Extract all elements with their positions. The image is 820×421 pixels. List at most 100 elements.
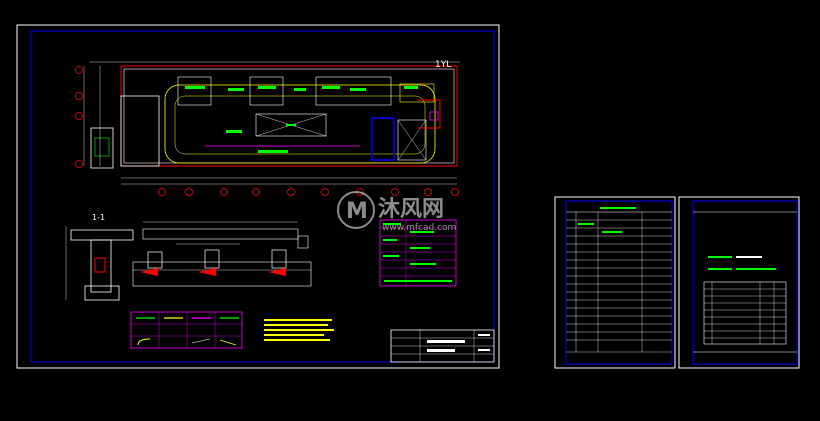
booth-1 xyxy=(177,76,212,106)
cover-sheet-table xyxy=(703,281,787,345)
main-sheet-outer-frame xyxy=(16,24,500,369)
legend-table xyxy=(130,311,243,349)
bay-marker-6 xyxy=(321,188,329,196)
booth-3 xyxy=(315,76,392,106)
cover-sheet-outer-frame xyxy=(678,196,800,369)
section-column xyxy=(90,239,112,293)
title-block xyxy=(390,329,495,363)
section-label: 1-1 xyxy=(92,213,105,222)
watermark-brand-text: 沐风网 xyxy=(378,197,444,222)
plan-label-green xyxy=(286,124,296,126)
top-label: 1YL xyxy=(435,60,451,70)
elevation-view xyxy=(132,221,312,287)
bay-markers xyxy=(75,66,459,196)
side-marker-d xyxy=(75,160,83,168)
plan-label-green xyxy=(350,88,366,91)
list-sheet-outer-frame xyxy=(554,196,676,369)
elevation-arrow-3 xyxy=(268,268,286,276)
side-marker-c xyxy=(75,112,83,120)
cover-sheet-rows xyxy=(704,282,786,344)
right-duct xyxy=(418,99,441,129)
cover-sheet-text xyxy=(736,268,776,270)
note-line xyxy=(264,334,324,336)
elevation-unit-1 xyxy=(147,251,163,269)
elevation-right-unit xyxy=(297,235,309,249)
left-equipment xyxy=(90,127,114,169)
watermark-logo-icon xyxy=(337,191,375,229)
conveyor-loop xyxy=(164,84,436,164)
plan-label-green xyxy=(226,130,242,133)
list-sheet xyxy=(554,196,676,369)
technical-notes xyxy=(264,319,334,341)
bay-marker-10 xyxy=(451,188,459,196)
elevation-arrow-2 xyxy=(198,268,216,276)
legend-symbol xyxy=(219,339,237,346)
watermark-url-text: www.mfcad.com xyxy=(382,223,456,233)
right-oven xyxy=(399,83,435,103)
cover-sheet-text xyxy=(708,256,732,258)
building-outline xyxy=(120,65,458,167)
cover-sheet-text xyxy=(708,268,732,270)
elevation-unit-2 xyxy=(204,249,220,269)
title-block-text xyxy=(478,334,490,336)
section-top-beam xyxy=(70,229,134,241)
equipment-table-text xyxy=(383,223,401,225)
cover-sheet-text xyxy=(736,256,762,258)
section-red-part xyxy=(94,257,106,273)
bay-marker-4 xyxy=(252,188,260,196)
elevation-floor xyxy=(132,261,312,287)
plan-label-green xyxy=(185,86,205,89)
note-line xyxy=(264,339,330,341)
right-equipment-cross-b xyxy=(397,119,427,161)
bay-marker-2 xyxy=(185,188,193,196)
equipment-table xyxy=(379,219,457,287)
right-equipment-blue xyxy=(371,117,395,161)
title-block-text xyxy=(427,349,455,352)
equipment-table-text xyxy=(383,255,399,257)
list-sheet-inner-border xyxy=(565,200,673,365)
equipment-table-text xyxy=(383,239,397,241)
note-line xyxy=(264,324,328,326)
plan-label-green xyxy=(228,88,244,91)
side-marker-a xyxy=(75,66,83,74)
title-block-text xyxy=(478,349,490,351)
watermark-logo-letter: M xyxy=(346,199,368,224)
elevation-top-rail xyxy=(142,228,299,240)
right-fan xyxy=(429,111,439,121)
section-detail: 1-1 xyxy=(65,213,134,301)
main-sheet-inner-border xyxy=(30,30,495,363)
list-sheet-cell-text xyxy=(602,231,622,233)
section-base xyxy=(84,285,120,301)
plan-view: 1YL xyxy=(83,60,460,185)
equipment-table-border xyxy=(379,219,457,287)
plan-label-green xyxy=(258,86,276,89)
center-booth xyxy=(255,113,327,137)
plan-label-green xyxy=(404,86,418,89)
bay-marker-1 xyxy=(158,188,166,196)
cover-sheet-inner-border xyxy=(692,200,798,365)
equipment-table-text xyxy=(410,247,430,249)
legend-curve-symbol xyxy=(137,338,151,346)
equipment-table-text xyxy=(410,263,436,265)
bay-marker-8 xyxy=(391,188,399,196)
plan-label-green xyxy=(258,150,288,153)
equipment-table-text xyxy=(384,280,452,282)
conveyor-loop-inner xyxy=(174,95,426,155)
plan-label-green xyxy=(294,88,306,91)
note-line xyxy=(264,329,334,331)
right-equipment-box xyxy=(397,119,427,161)
list-sheet-cell-text xyxy=(578,223,594,225)
bay-marker-5 xyxy=(287,188,295,196)
left-room xyxy=(120,95,160,167)
legend-table-border xyxy=(130,311,243,349)
cover-sheet xyxy=(678,196,800,369)
bay-marker-9 xyxy=(424,188,432,196)
bay-marker-3 xyxy=(220,188,228,196)
legend-symbol xyxy=(191,338,211,344)
side-marker-b xyxy=(75,92,83,100)
title-block-text xyxy=(427,340,465,343)
main-sheet: 1YL 1-1 xyxy=(16,24,500,369)
list-sheet-rows xyxy=(566,219,672,353)
plan-label-green xyxy=(322,86,340,89)
